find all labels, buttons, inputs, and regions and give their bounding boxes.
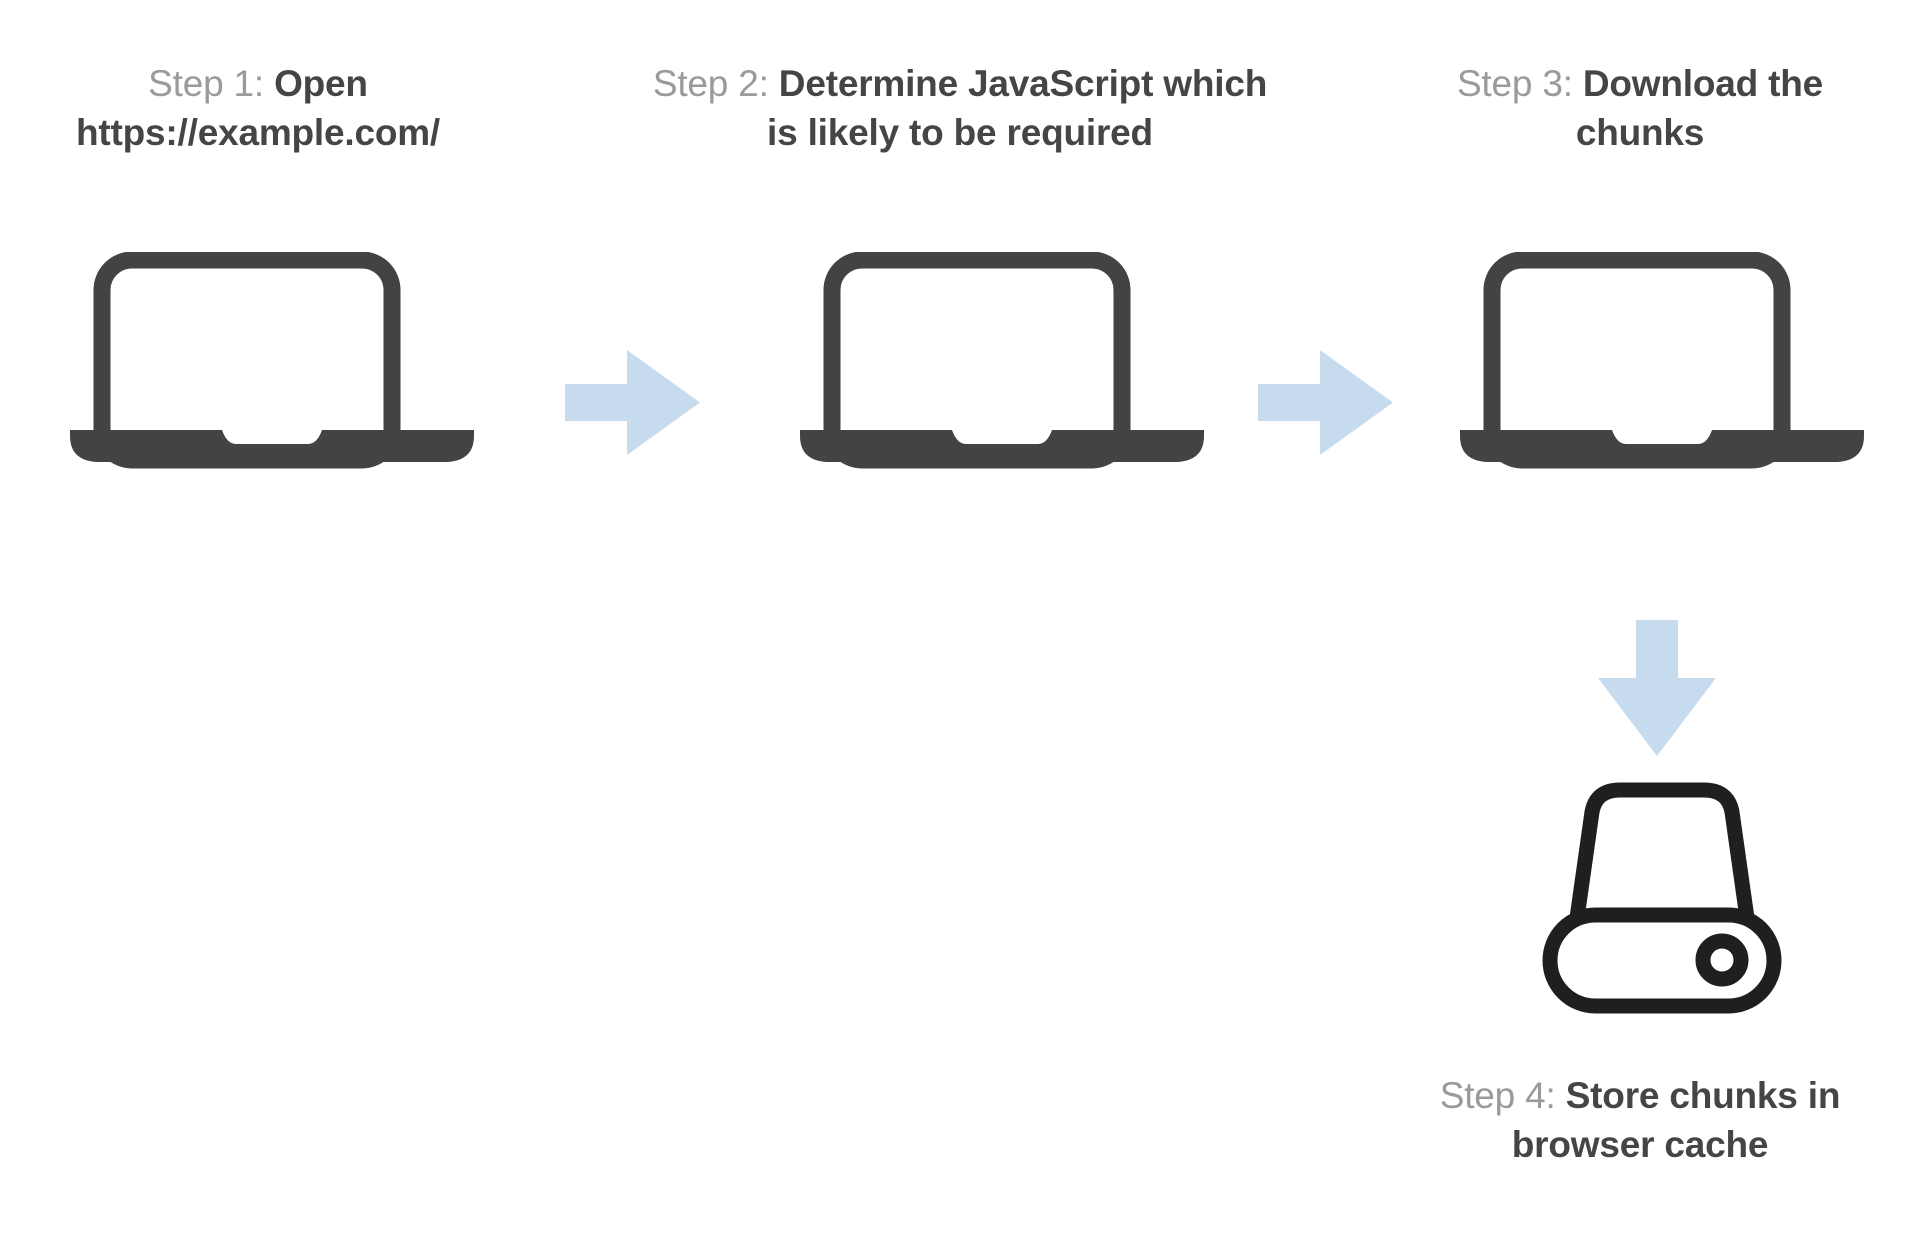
arrow-down-icon <box>1598 620 1716 756</box>
step-1-prefix: Step 1: <box>148 63 275 104</box>
step-2-prefix: Step 2: <box>652 63 779 104</box>
laptop-icon <box>70 252 474 469</box>
step-3-text: Download the chunks <box>1575 63 1824 153</box>
step-4-prefix: Step 4: <box>1439 1075 1566 1116</box>
hard-drive-icon <box>1542 782 1782 1014</box>
step-1-text: Open https://example.com/ <box>75 63 441 153</box>
step-4-text: Store chunks in browser cache <box>1511 1075 1841 1165</box>
laptop-icon <box>1460 252 1864 469</box>
arrow-right-icon <box>565 350 700 455</box>
step-3-prefix: Step 3: <box>1456 63 1583 104</box>
laptop-icon <box>800 252 1204 469</box>
arrow-right-icon <box>1258 350 1393 455</box>
step-2-label: Step 2: Determine JavaScript which is li… <box>640 60 1280 158</box>
step-2-text: Determine JavaScript which is likely to … <box>767 63 1268 153</box>
step-1-label: Step 1: Open https://example.com/ <box>18 60 498 158</box>
step-4-label: Step 4: Store chunks in browser cache <box>1395 1072 1885 1170</box>
step-3-label: Step 3: Download the chunks <box>1395 60 1885 158</box>
